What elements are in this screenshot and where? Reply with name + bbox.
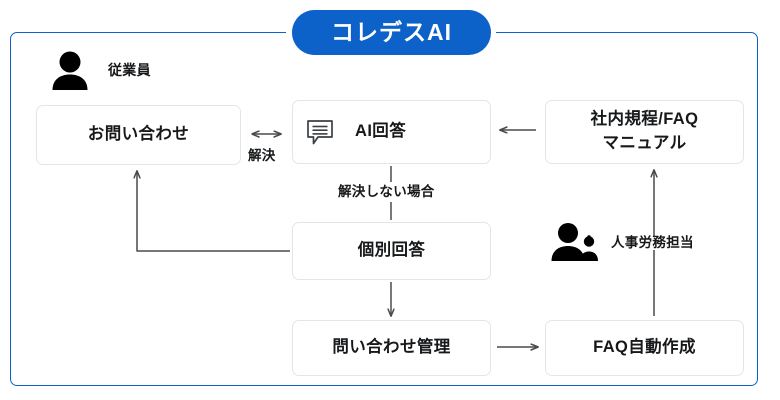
- node-manual-label: 社内規程/FAQ マニュアル: [590, 110, 699, 152]
- node-inquiry[interactable]: お問い合わせ: [36, 105, 241, 165]
- edge-individual-inquiry: [137, 171, 290, 252]
- node-individual-answer-label: 個別回答: [357, 241, 426, 260]
- people-icon: [551, 223, 598, 261]
- node-inquiry-label: お問い合わせ: [87, 125, 190, 144]
- person-icon: [52, 51, 88, 90]
- node-manual[interactable]: 社内規程/FAQ マニュアル: [545, 100, 744, 164]
- node-inquiry-management-label: 問い合わせ管理: [332, 338, 451, 357]
- node-faq-auto-create-label: FAQ自動作成: [593, 338, 696, 357]
- node-inquiry-management[interactable]: 問い合わせ管理: [292, 320, 491, 376]
- employee-label: 従業員: [108, 62, 151, 78]
- node-individual-answer[interactable]: 個別回答: [292, 222, 491, 280]
- title-pill: コレデスAI: [292, 10, 491, 55]
- node-faq-auto-create[interactable]: FAQ自動作成: [545, 320, 744, 376]
- edge-label-resolved: 解決: [244, 147, 280, 165]
- chat-bubble-icon: [307, 119, 333, 144]
- title-text: コレデスAI: [331, 19, 452, 45]
- node-ai-answer[interactable]: AI回答: [292, 100, 491, 164]
- hr-staff-label: 人事労務担当: [611, 235, 694, 250]
- edge-label-not-resolved: 解決しない場合: [333, 183, 440, 201]
- node-ai-answer-label: AI回答: [355, 122, 407, 141]
